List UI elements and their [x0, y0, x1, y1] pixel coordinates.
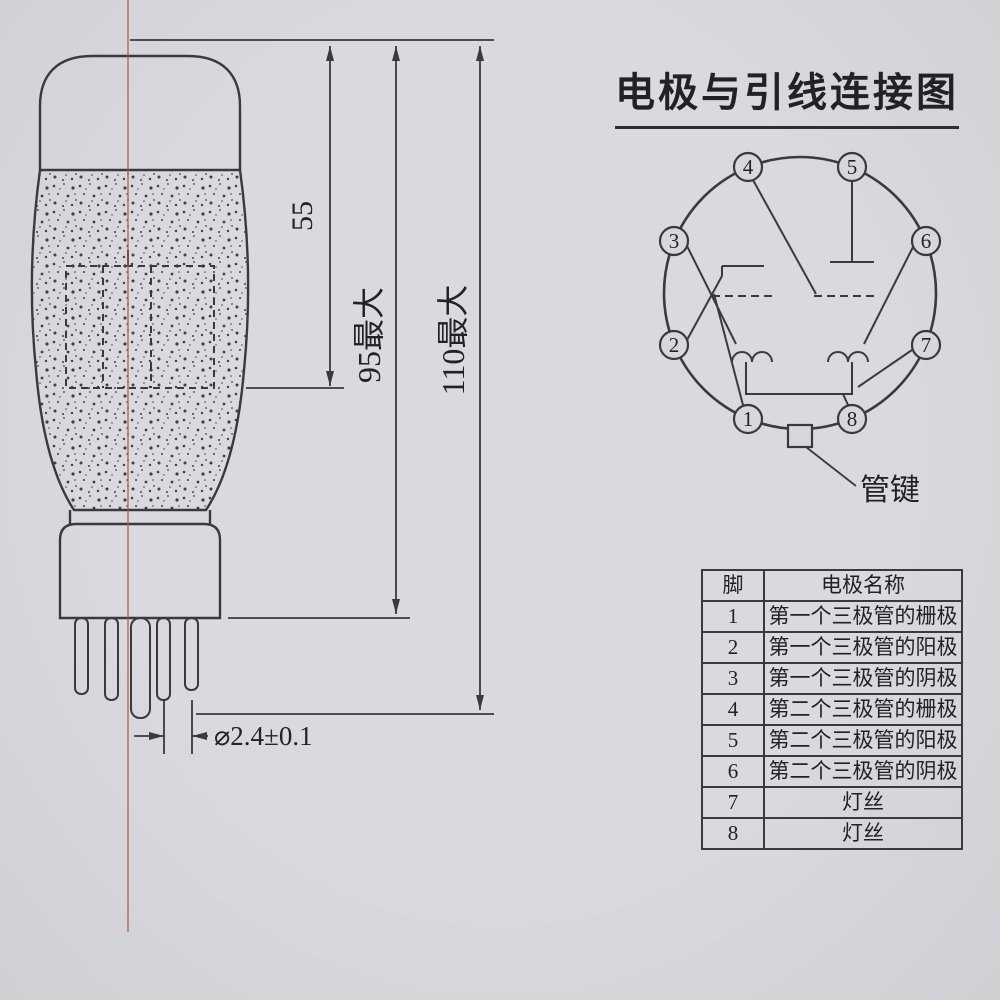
pin-cell: 1	[701, 600, 765, 633]
pin-cell: 4	[701, 693, 765, 726]
pin-circle-2	[658, 329, 690, 361]
pin-cell: 2	[701, 631, 765, 664]
diagram-title: 电极与引线连接图	[615, 60, 959, 129]
name-cell: 第二个三极管的栅极	[763, 693, 963, 726]
pin-circle-4	[732, 151, 764, 183]
pin-circle-7	[910, 329, 942, 361]
tube-outline-drawing	[30, 54, 250, 719]
dim-label-pin-diameter: ⌀2.4±0.1	[214, 721, 313, 751]
table-row: 2 第一个三极管的阳极	[701, 631, 963, 664]
pin-number-3: 3	[669, 229, 680, 253]
name-cell: 灯丝	[763, 786, 963, 819]
pin	[184, 617, 199, 691]
tube-coated-body	[30, 168, 250, 512]
pin-circle-5	[836, 151, 868, 183]
pin-circles	[658, 151, 942, 435]
dim-label-95: 95最大	[351, 287, 387, 383]
name-cell: 第一个三极管的栅极	[763, 600, 963, 633]
table-row: 8 灯丝	[701, 817, 963, 850]
tube-base	[58, 522, 222, 620]
name-cell: 灯丝	[763, 817, 963, 850]
pin-number-5: 5	[847, 155, 858, 179]
dim-label-110: 110最大	[435, 285, 471, 396]
tube-dome	[38, 54, 242, 170]
pin-number-8: 8	[847, 407, 858, 431]
tube-pins	[74, 617, 199, 719]
pin-circle-8	[836, 403, 868, 435]
pin-number-2: 2	[669, 333, 680, 357]
pin-number-6: 6	[921, 229, 932, 253]
name-cell: 第二个三极管的阴极	[763, 755, 963, 788]
triode-schematic	[686, 179, 914, 406]
pin-cell: 8	[701, 817, 765, 850]
internal-electrodes	[65, 265, 215, 389]
table-row: 1 第一个三极管的栅极	[701, 600, 963, 633]
key-label: 管键	[860, 474, 920, 507]
table-row: 5 第二个三极管的阳极	[701, 724, 963, 757]
name-cell: 第一个三极管的阴极	[763, 662, 963, 695]
col-header-name: 电极名称	[763, 569, 963, 602]
pin	[156, 617, 171, 701]
socket-circle	[662, 155, 938, 431]
locating-key	[786, 423, 814, 449]
name-cell: 第二个三极管的阳极	[763, 724, 963, 757]
pin-numbers: 1 2 3 4 5 6 7 8	[669, 155, 932, 431]
pin-number-4: 4	[743, 155, 754, 179]
key-leader-line	[805, 446, 857, 487]
pin-function-table: 脚 电极名称 1 第一个三极管的栅极 2 第一个三极管的阳极 3 第一个三极管的…	[701, 569, 963, 850]
pin-cell: 3	[701, 662, 765, 695]
table-row: 3 第一个三极管的阴极	[701, 662, 963, 695]
pin-circle-1	[732, 403, 764, 435]
dim-label-55: 55	[286, 201, 319, 231]
pin-number-1: 1	[743, 407, 754, 431]
pin-cell: 7	[701, 786, 765, 819]
pin-number-7: 7	[921, 333, 932, 357]
dimension-lines	[130, 39, 494, 754]
pinout-diagram: 1 2 3 4 5 6 7 8 管键	[658, 151, 942, 507]
table-row: 6 第二个三极管的阴极	[701, 755, 963, 788]
pin-cell: 6	[701, 755, 765, 788]
table-row: 7 灯丝	[701, 786, 963, 819]
table-row: 4 第二个三极管的栅极	[701, 693, 963, 726]
name-cell: 第一个三极管的阳极	[763, 631, 963, 664]
key-pin	[130, 617, 151, 719]
table-header-row: 脚 电极名称	[701, 569, 963, 602]
pin	[104, 617, 119, 701]
pin-cell: 5	[701, 724, 765, 757]
col-header-pin: 脚	[701, 569, 765, 602]
pin-circle-3	[658, 225, 690, 257]
pin-circle-6	[910, 225, 942, 257]
pin	[74, 617, 89, 695]
